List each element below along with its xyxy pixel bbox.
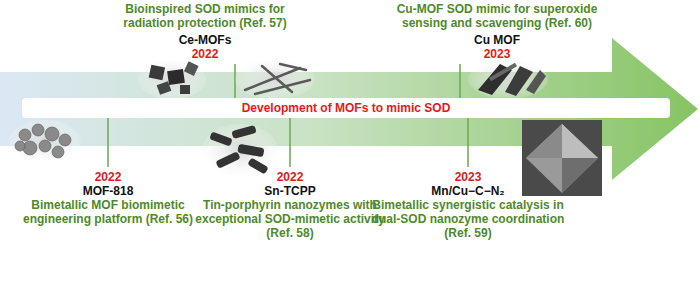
- material-name: Ce-MOFs: [145, 33, 265, 47]
- material-name: MOF-818: [48, 184, 168, 198]
- year-label: 2023: [457, 47, 537, 61]
- caption-text: Bimetallic synergistic catalysis in dual…: [358, 198, 578, 240]
- year-label: 2022: [165, 47, 245, 61]
- material-name: Cu MOF: [437, 33, 557, 47]
- mn-cu-octahedron-image: [522, 120, 602, 196]
- caption-text: Tin-porphyrin nanozymes with exceptional…: [190, 198, 390, 240]
- ce-mof-image: [138, 59, 206, 99]
- cu-mof-image: [468, 59, 548, 99]
- year-label: 2023: [428, 170, 508, 184]
- material-name: Mn/Cu−C−N₂: [398, 184, 538, 198]
- caption-text: Bimetallic MOF biomimetic engineering pl…: [10, 198, 206, 226]
- ce-mof-rods-image: [235, 59, 315, 99]
- caption-text: Bioinspired SOD mimics for radiation pro…: [100, 2, 310, 30]
- caption-text: Cu-MOF SOD mimic for superoxide sensing …: [382, 2, 612, 30]
- year-label: 2022: [68, 170, 148, 184]
- timeline-title: Development of MOFs to mimic SOD: [242, 101, 451, 115]
- timeline-bar: Development of MOFs to mimic SOD: [22, 98, 670, 118]
- mof-818-image: [9, 120, 81, 162]
- year-label: 2022: [250, 170, 330, 184]
- sn-tcpp-image: [202, 124, 278, 176]
- material-name: Sn-TCPP: [230, 184, 350, 198]
